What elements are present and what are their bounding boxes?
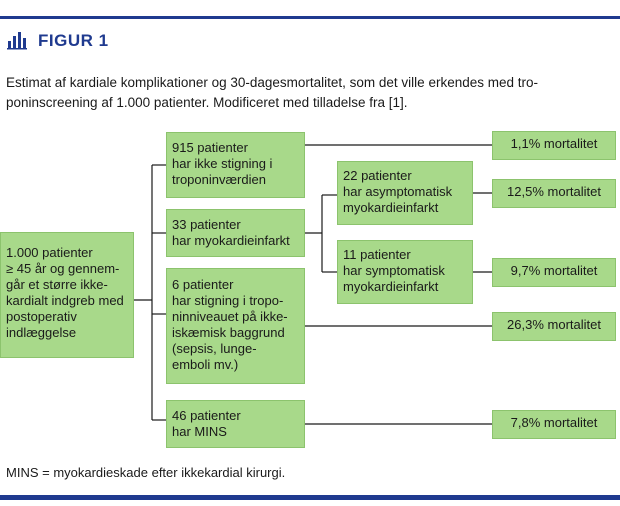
branch-line: troponinværdien: [172, 172, 266, 187]
sub-box-symptomatic: 11 patienter har symptomatisk myokardiei…: [337, 240, 473, 304]
result-box-symptomatic: 9,7% mortalitet: [492, 258, 616, 287]
result-box-non-ischemic: 26,3% mortalitet: [492, 312, 616, 341]
branch-line: 46 patienter: [172, 408, 241, 423]
branch-line: har myokardieinfarkt: [172, 233, 290, 248]
root-line: kardialt indgreb med: [6, 293, 124, 308]
branch-box-myocardial-infarct: 33 patienter har myokardieinfarkt: [166, 209, 305, 257]
top-rule: [0, 16, 620, 19]
bottom-rule: [0, 495, 620, 500]
bar-chart-icon: [7, 32, 27, 50]
sub-line: har symptomatisk: [343, 263, 445, 278]
result-label: 9,7% mortalitet: [510, 263, 598, 278]
branch-line: 6 patienter: [172, 277, 234, 292]
root-box: 1.000 patienter ≥ 45 år og gennem- går e…: [0, 232, 134, 358]
result-box-asymptomatic: 12,5% mortalitet: [492, 179, 616, 208]
root-line: postoperativ: [6, 309, 77, 324]
sub-line: 11 patienter: [343, 247, 411, 262]
result-label: 1,1% mortalitet: [510, 136, 598, 151]
sub-line: har asymptomatisk: [343, 184, 453, 199]
caption-line: poninscreening af 1.000 patienter. Modif…: [6, 95, 408, 110]
branch-line: iskæmisk baggrund: [172, 325, 285, 340]
root-line: 1.000 patienter: [6, 245, 93, 260]
sub-line: myokardieinfarkt: [343, 279, 439, 294]
figure-caption: Estimat af kardiale komplikationer og 30…: [6, 73, 614, 113]
figure-title: FIGUR 1: [38, 31, 109, 50]
caption-line: Estimat af kardiale komplikationer og 30…: [6, 75, 538, 90]
root-line: indlæggelse: [6, 325, 77, 340]
branch-line: (sepsis, lunge-: [172, 341, 257, 356]
result-box-no-troponin: 1,1% mortalitet: [492, 131, 616, 160]
result-label: 26,3% mortalitet: [507, 317, 601, 332]
branch-line: 915 patienter: [172, 140, 248, 155]
sub-box-asymptomatic: 22 patienter har asymptomatisk myokardie…: [337, 161, 473, 225]
sub-line: 22 patienter: [343, 168, 412, 183]
footnote: MINS = myokardieskade efter ikkekardial …: [6, 465, 286, 480]
root-line: går et større ikke-: [6, 277, 108, 292]
result-label: 12,5% mortalitet: [507, 184, 601, 199]
branch-box-mins: 46 patienter har MINS: [166, 400, 305, 448]
root-line: ≥ 45 år og gennem-: [6, 261, 120, 276]
result-box-mins: 7,8% mortalitet: [492, 410, 616, 439]
branch-line: 33 patienter: [172, 217, 241, 232]
sub-line: myokardieinfarkt: [343, 200, 439, 215]
branch-line: har stigning i tropo-: [172, 293, 284, 308]
branch-line: ninniveauet på ikke-: [172, 309, 288, 324]
result-label: 7,8% mortalitet: [510, 415, 598, 430]
branch-line: emboli mv.): [172, 357, 239, 372]
branch-line: har MINS: [172, 424, 227, 439]
branch-line: har ikke stigning i: [172, 156, 273, 171]
branch-box-no-troponin: 915 patienter har ikke stigning i tropon…: [166, 132, 305, 198]
branch-box-non-ischemic: 6 patienter har stigning i tropo- ninniv…: [166, 268, 305, 384]
